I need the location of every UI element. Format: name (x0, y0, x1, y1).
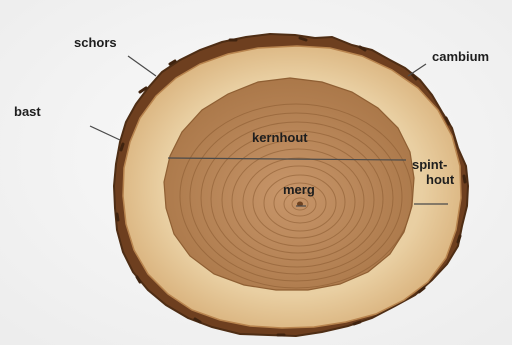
label-spinthout-line2: hout (412, 173, 454, 188)
label-schors: schors (74, 36, 117, 51)
label-bast: bast (14, 105, 41, 120)
label-spinthout: spint- hout (412, 158, 454, 188)
label-cambium: cambium (432, 50, 489, 65)
label-merg: merg (283, 183, 315, 198)
label-spinthout-line1: spint- (412, 158, 454, 173)
label-kernhout: kernhout (252, 131, 308, 146)
